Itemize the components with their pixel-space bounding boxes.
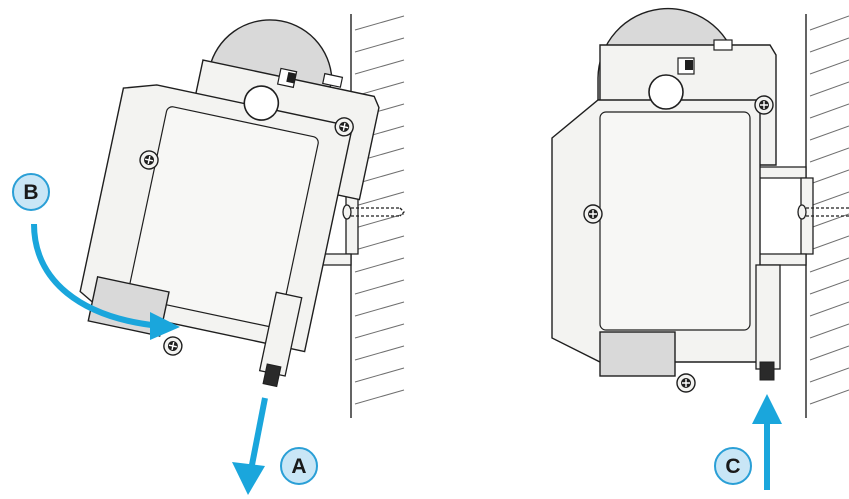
rail-screw-icon bbox=[797, 204, 807, 220]
wall-hatch-line bbox=[809, 191, 849, 207]
wall-hatch-line bbox=[354, 257, 405, 273]
screw-icon bbox=[754, 95, 774, 115]
wall-hatch-line bbox=[354, 345, 405, 361]
wall-hatch-line bbox=[809, 15, 849, 31]
label-c: C bbox=[714, 447, 752, 485]
wall-hatch-line bbox=[354, 279, 405, 295]
label-b: B bbox=[12, 173, 50, 211]
device-left bbox=[79, 19, 380, 388]
device-right bbox=[551, 7, 781, 393]
arrow-icon bbox=[752, 394, 782, 424]
wall-hatch-line bbox=[809, 103, 849, 119]
wall-hatch-line bbox=[809, 147, 849, 163]
left-panel: B A bbox=[12, 14, 405, 495]
label-a-text: A bbox=[291, 455, 306, 478]
wall-hatch-line bbox=[809, 301, 849, 317]
label-c-text: C bbox=[725, 455, 740, 478]
wall-hatch-line bbox=[809, 37, 849, 53]
wall-hatch-line bbox=[809, 389, 849, 405]
arrow-icon bbox=[232, 462, 265, 495]
right-panel: C bbox=[551, 7, 849, 490]
wall-hatch-line bbox=[354, 389, 405, 405]
arrow-b bbox=[31, 223, 180, 340]
wall-hatch-line bbox=[354, 37, 405, 53]
wall-hatch-line bbox=[809, 59, 849, 75]
wall-hatch-line bbox=[354, 301, 405, 317]
wall-hatch-line bbox=[809, 345, 849, 361]
wall-hatch-line bbox=[809, 367, 849, 383]
rail-screw-icon bbox=[342, 204, 352, 220]
wall-hatch-line bbox=[354, 15, 405, 31]
wall-hatch-line bbox=[809, 323, 849, 339]
wall-hatch-line bbox=[354, 213, 405, 229]
wall-hatch-line bbox=[809, 235, 849, 251]
din-rail-right bbox=[757, 166, 849, 266]
screw-icon bbox=[676, 373, 696, 393]
wall-hatch-line bbox=[354, 59, 405, 75]
wall-hatch-line bbox=[809, 81, 849, 97]
wall-hatch-line bbox=[354, 235, 405, 251]
label-a: A bbox=[280, 447, 318, 485]
label-b-text: B bbox=[23, 181, 38, 204]
arrow-c bbox=[752, 394, 782, 490]
wall-hatch-line bbox=[354, 367, 405, 383]
wall-hatch-line bbox=[354, 323, 405, 339]
wall-hatch-line bbox=[809, 125, 849, 141]
screw-icon bbox=[139, 150, 159, 170]
screw-icon bbox=[583, 204, 603, 224]
wall-hatch-line bbox=[354, 191, 405, 207]
wall-hatch-line bbox=[809, 169, 849, 185]
wall-hatch-line bbox=[809, 279, 849, 295]
wall-hatch-line bbox=[809, 257, 849, 273]
arrow-icon bbox=[150, 312, 180, 340]
screw-icon bbox=[334, 117, 354, 137]
arrow-a bbox=[232, 397, 268, 495]
screw-icon bbox=[163, 336, 183, 356]
